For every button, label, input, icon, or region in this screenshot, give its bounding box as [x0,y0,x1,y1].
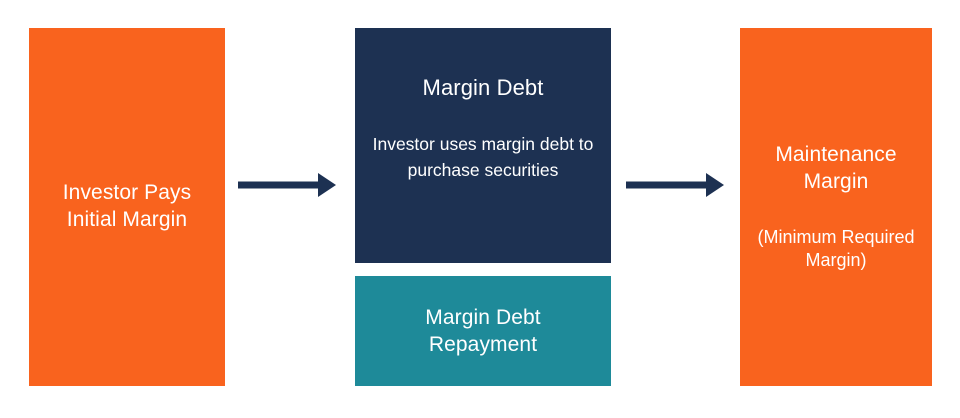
node-margin-debt-body: Investor uses margin debt to purchase se… [372,134,594,180]
node-maintenance-margin-title-line-1: Maintenance [775,142,897,166]
node-maintenance-margin-body: (Minimum Required Margin) [757,226,915,271]
arrow-initial-to-debt-icon [238,173,336,197]
node-investor-initial-margin: Investor Pays Initial Margin [29,28,225,386]
node-investor-initial-margin-title-line-2: Initial Margin [66,208,188,231]
node-maintenance-margin: Maintenance Margin (Minimum Required Mar… [740,28,932,386]
node-margin-debt-repayment: Margin Debt Repayment [355,276,611,386]
node-maintenance-margin-title-line-2: Margin [803,170,869,194]
node-investor-initial-margin-title-line-1: Investor Pays [62,181,192,205]
node-margin-debt: Margin Debt Investor uses margin debt to… [355,28,611,263]
node-maintenance-margin-title: Maintenance Margin [771,141,900,196]
node-margin-debt-repayment-title-line-1: Margin Debt [425,305,541,329]
node-investor-initial-margin-title: Investor Pays Initial Margin [55,180,200,234]
arrow-debt-to-maintenance-icon [626,173,724,197]
node-margin-debt-repayment-title: Margin Debt Repayment [425,304,540,359]
node-margin-debt-title: Margin Debt [422,75,544,100]
node-margin-debt-repayment-title-line-2: Repayment [428,333,538,356]
